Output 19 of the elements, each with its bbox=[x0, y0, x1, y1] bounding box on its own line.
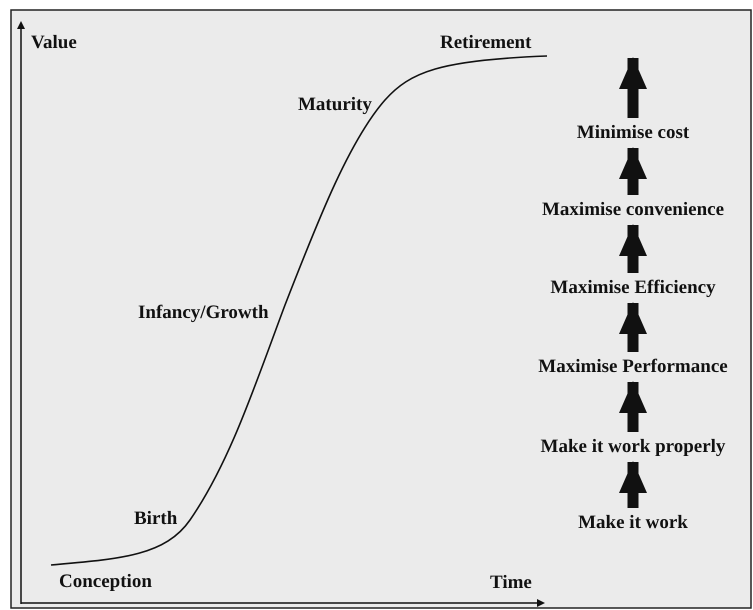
stage-label: Infancy/Growth bbox=[138, 302, 269, 324]
axis-label: Time bbox=[490, 572, 532, 594]
step-label: Make it work bbox=[578, 508, 688, 538]
arrow bbox=[619, 461, 647, 508]
stage-label: Retirement bbox=[440, 32, 532, 54]
arrow bbox=[619, 224, 647, 273]
step-label: Make it work properly bbox=[540, 432, 726, 462]
step-label: Maximise convenience bbox=[542, 195, 724, 225]
axis-label: Value bbox=[31, 32, 77, 54]
arrow bbox=[619, 57, 647, 118]
stage-label: Birth bbox=[134, 508, 178, 530]
step-label: Minimise cost bbox=[576, 118, 690, 148]
step-label: Maximise Efficiency bbox=[550, 273, 716, 303]
arrow bbox=[619, 147, 647, 195]
step-label: Maximise Performance bbox=[538, 352, 728, 382]
stage-label: Maturity bbox=[298, 94, 372, 116]
arrow bbox=[619, 381, 647, 432]
arrow bbox=[619, 302, 647, 352]
stage-label: Conception bbox=[59, 571, 152, 593]
